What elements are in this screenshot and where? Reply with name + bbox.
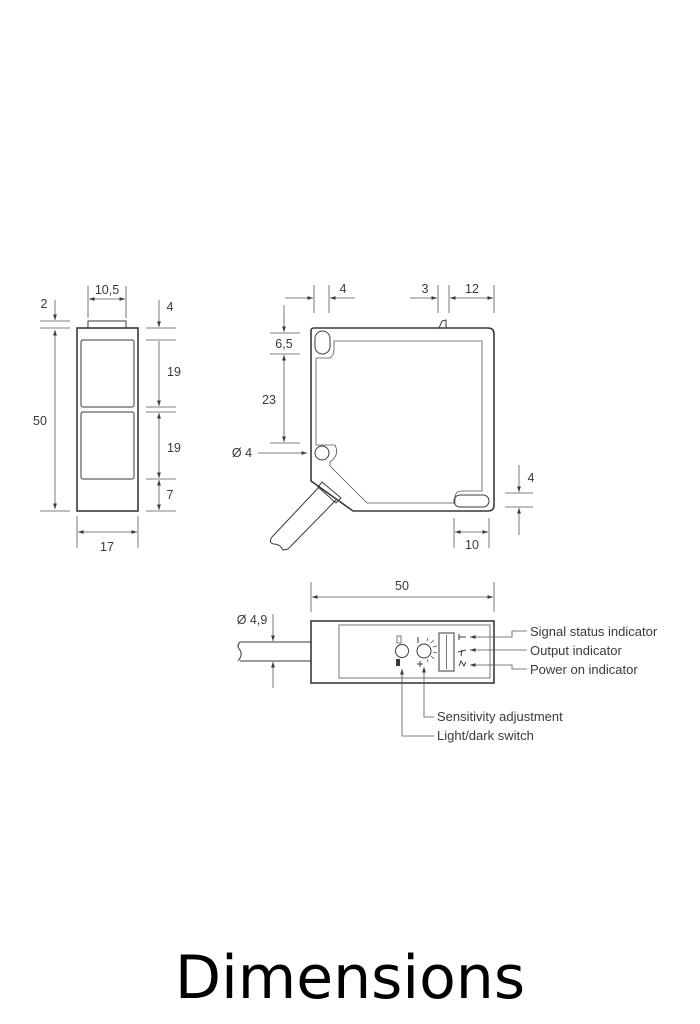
- control-panel: [338, 624, 491, 679]
- lower-window: [80, 411, 135, 480]
- dim-lower-window: 19: [167, 441, 181, 455]
- caption: Dimensions: [174, 943, 526, 1013]
- straight-cable: [237, 641, 311, 662]
- callout-sensitivity: Sensitivity adjustment: [437, 709, 563, 724]
- dim-tab-width: 3: [422, 282, 429, 296]
- top-view-body: [310, 620, 495, 684]
- dim-slot-height: 4: [528, 471, 535, 485]
- dim-top-tab-height: 2: [41, 297, 48, 311]
- front-view: 4 3 12 6,5 23 Ø 4 4 10: [232, 282, 535, 552]
- dim-hole-spacing: 23: [262, 393, 276, 407]
- dim-upper-window: 19: [167, 365, 181, 379]
- callout-signal-status: Signal status indicator: [530, 624, 658, 639]
- front-view-body: [310, 327, 495, 512]
- callout-light-dark: Light/dark switch: [437, 728, 534, 743]
- light-dark-switch: [395, 635, 409, 666]
- front-view-tab: [438, 319, 447, 329]
- angled-cable: [269, 481, 342, 551]
- side-view-top-tab: [87, 320, 127, 329]
- dim-top-tab-width: 10,5: [95, 283, 119, 297]
- led-window: [438, 632, 455, 672]
- side-view-body: [76, 327, 139, 512]
- round-mounting-hole: [314, 445, 330, 461]
- top-view: 50 Ø 4,9 Signal status indica: [237, 579, 658, 743]
- dim-hole-diameter: Ø 4: [232, 446, 252, 460]
- signal-status-symbol: [458, 634, 466, 640]
- dim-left-hole-offset: 4: [340, 282, 347, 296]
- dim-slot-width: 10: [465, 538, 479, 552]
- dim-top-hole-offset: 6,5: [275, 337, 292, 351]
- mounting-slot: [453, 494, 490, 508]
- dim-total-height: 50: [33, 414, 47, 428]
- dim-width: 17: [100, 540, 114, 554]
- callout-output: Output indicator: [530, 643, 622, 658]
- dim-right-offset: 12: [465, 282, 479, 296]
- dim-top-offset: 4: [167, 300, 174, 314]
- side-view: 10,5 2 50 4 19 19 7 17: [33, 283, 181, 554]
- sensitivity-potentiometer: [416, 637, 438, 667]
- dim-bottom-offset: 7: [167, 488, 174, 502]
- dim-cable-diameter: Ø 4,9: [237, 613, 268, 627]
- callout-power-on: Power on indicator: [530, 662, 638, 677]
- power-symbol: [458, 659, 467, 668]
- top-mounting-hole: [314, 330, 331, 355]
- upper-window: [80, 339, 135, 408]
- dim-length: 50: [395, 579, 409, 593]
- output-symbol: [457, 649, 467, 657]
